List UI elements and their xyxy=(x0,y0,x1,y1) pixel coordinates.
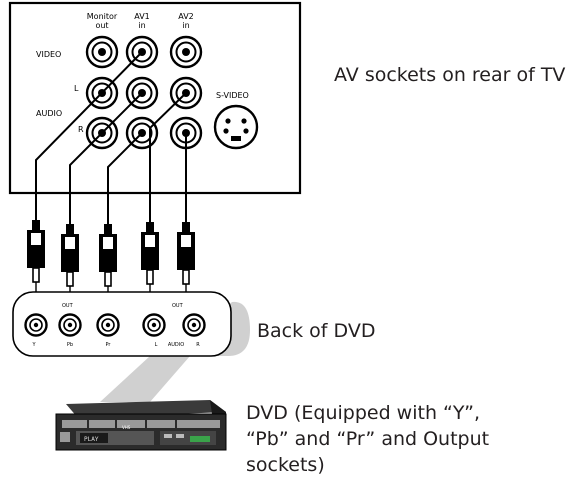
column-label-av2-line1: AV2 xyxy=(178,12,194,21)
socket-label-y: Y xyxy=(31,342,36,348)
cable-audio-l xyxy=(149,92,187,222)
dvd-socket-pb xyxy=(58,313,82,337)
tv-socket-monitor-video xyxy=(85,35,119,69)
dvd-socket-audio-l xyxy=(142,313,166,337)
socket-label-r: R xyxy=(196,342,200,348)
dvd-socket-audio-r xyxy=(182,313,206,337)
column-label-monitor-out-line2: out xyxy=(95,21,108,30)
dvd-front-play-text: PLAY xyxy=(84,436,99,443)
tv-panel-caption: AV sockets on rear of TV xyxy=(334,64,566,86)
row-label-l: L xyxy=(74,84,79,93)
out-label-audio: OUT xyxy=(172,303,184,309)
row-label-r: R xyxy=(78,125,84,134)
out-label-video: OUT xyxy=(62,303,74,309)
socket-label-pb: Pb xyxy=(67,342,73,348)
dvd-back-callout: OUT OUT Y Pb Pr L A xyxy=(12,291,250,402)
cables xyxy=(35,51,187,224)
dvd-front-vhs-text: VHS xyxy=(122,425,131,430)
cable-pr xyxy=(107,132,143,224)
column-label-av1-line1: AV1 xyxy=(134,12,150,21)
dvd-socket-y xyxy=(24,313,48,337)
row-label-audio: AUDIO xyxy=(36,109,62,118)
dvd-socket-pr xyxy=(96,313,120,337)
tv-socket-av2-video xyxy=(169,35,203,69)
cable-pb xyxy=(69,92,143,224)
dvd-player-caption: DVD (Equipped with “Y”, “Pb” and “Pr” an… xyxy=(246,400,489,478)
column-label-av2-line2: in xyxy=(182,21,189,30)
column-label-monitor-out-line1: Monitor xyxy=(87,12,118,21)
row-label-video: VIDEO xyxy=(36,50,61,59)
dvd-caption-line-3: sockets) xyxy=(246,454,325,476)
socket-label-audio: AUDIO xyxy=(168,342,184,348)
dvd-caption-line-1: DVD (Equipped with “Y”, xyxy=(246,402,481,424)
socket-label-l: L xyxy=(155,342,158,348)
cable-y xyxy=(35,51,143,220)
rca-plug-audio-r xyxy=(177,222,195,316)
dvd-player-illustration: PLAY VHS xyxy=(55,400,227,451)
dvd-back-caption: Back of DVD xyxy=(257,320,376,342)
rca-plug-pr xyxy=(99,224,117,316)
socket-label-pr: Pr xyxy=(106,342,112,348)
dvd-caption-line-2: “Pb” and “Pr” and Output xyxy=(246,428,490,450)
column-label-av1-line2: in xyxy=(138,21,145,30)
svideo-socket xyxy=(213,104,259,150)
rca-plug-pb xyxy=(61,224,79,316)
svideo-label: S-VIDEO xyxy=(216,91,249,100)
tv-rear-panel: Monitor out AV1 in AV2 in VIDEO L AUDIO … xyxy=(8,1,302,195)
